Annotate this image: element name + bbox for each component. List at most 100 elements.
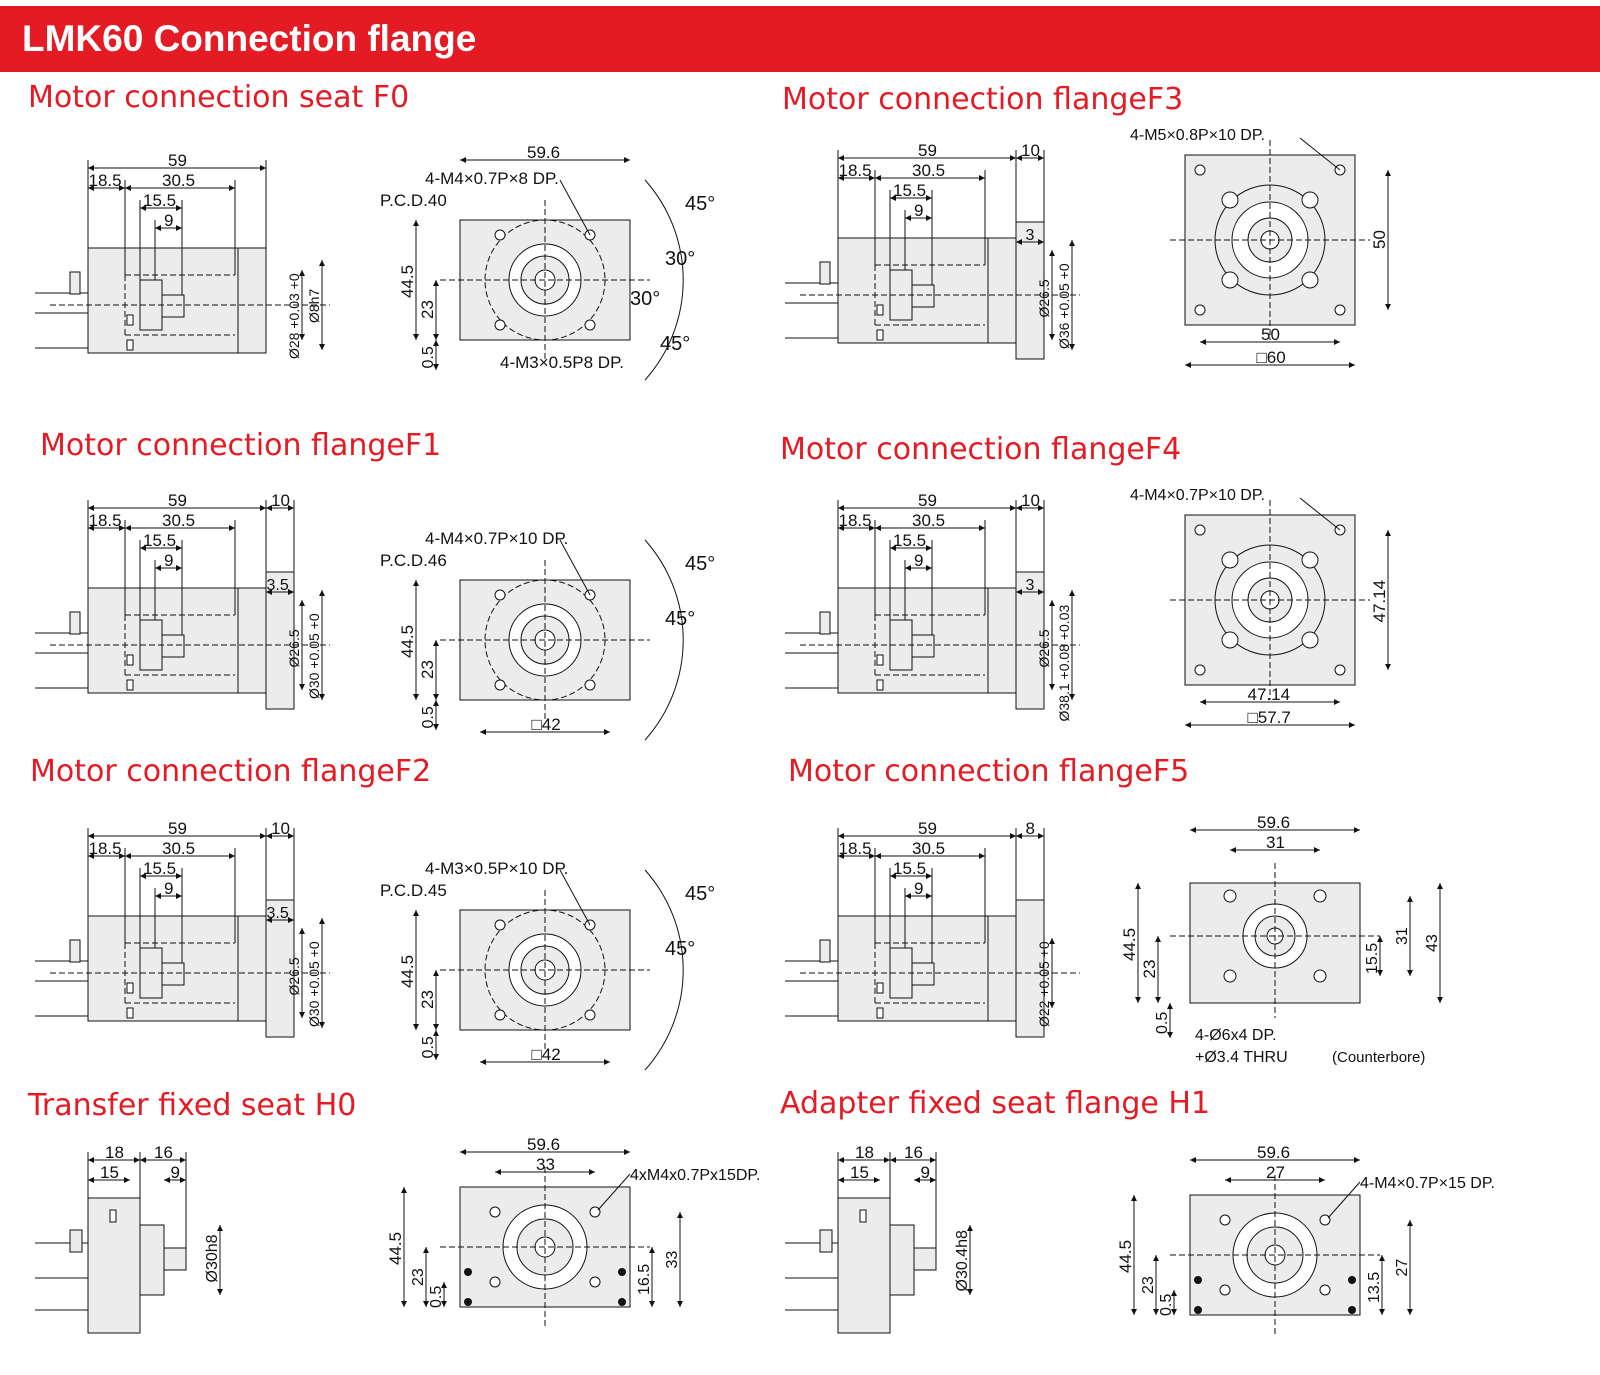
dimension-label: 18	[855, 1143, 874, 1162]
mount-hole	[1301, 271, 1319, 289]
dimension-label: 9	[171, 1163, 180, 1182]
dimension-label: 23	[410, 1268, 427, 1286]
dimension-label: 45°	[685, 553, 715, 575]
dimension-label: 59	[168, 819, 187, 838]
dimension-label: 30.5	[162, 171, 195, 190]
pin-hole	[618, 1298, 626, 1306]
bolt-hole	[1194, 164, 1206, 176]
dimension-label: □42	[532, 1045, 561, 1064]
dimension-label: 4-M4×0.7P×10 DP.	[1130, 487, 1265, 504]
section-title-f3: Motor connection flangeF3	[782, 82, 1184, 117]
seat-boss	[889, 1224, 915, 1296]
mount-hole	[1301, 191, 1319, 209]
dimension-label: Ø36 +0.05 +0	[1056, 263, 1072, 349]
dimension-label: 16	[904, 1143, 923, 1162]
dimension-label: □57.7	[1248, 708, 1291, 727]
counterbore-hole	[1223, 969, 1237, 983]
bolt-hole	[1219, 1284, 1231, 1296]
dimension-label: 18.5	[89, 511, 122, 530]
section-title-f2: Motor connection flangeF2	[30, 754, 432, 789]
counterbore-hole	[1223, 889, 1237, 903]
dimension-label: 4-M4×0.7P×10 DP.	[425, 529, 568, 548]
bolt-hole	[494, 1009, 506, 1021]
dimension-label: □60	[1257, 348, 1286, 367]
dimension-label: 4-M4×0.7P×15 DP.	[1360, 1175, 1495, 1192]
pin-hole	[1194, 1276, 1202, 1284]
bolt-hole	[1334, 304, 1346, 316]
dimension-label: 30.5	[162, 511, 195, 530]
bolt-hole	[1219, 1214, 1231, 1226]
dimension-label: 4-M3×0.5P×10 DP.	[425, 859, 568, 878]
dimension-label: 50	[1370, 230, 1389, 249]
dimension-label: 45°	[660, 333, 690, 355]
dimension-label: 18.5	[839, 839, 872, 858]
dimension-label: 47.14	[1248, 685, 1291, 704]
dimension-label: 30°	[665, 248, 695, 270]
dimension-label: 15.5	[893, 181, 926, 200]
dimension-label: 16	[154, 1143, 173, 1162]
dimension-label: 0.5	[1158, 1294, 1175, 1316]
dimension-label: 4xM4x0.7Px15DP.	[630, 1167, 760, 1184]
bolt-hole	[494, 589, 506, 601]
dimension-label: 23	[1140, 1276, 1157, 1294]
dimension-label: Ø28 +0.03 +0	[286, 273, 302, 359]
flange-body	[987, 237, 1017, 344]
dimension-label: Ø30 +0.05 +0	[306, 941, 322, 1027]
pin-hole	[1194, 1306, 1202, 1314]
dimension-label: 23	[418, 660, 437, 679]
dimension-label: 16.5	[636, 1264, 653, 1295]
dimension-label: P.C.D.40	[380, 191, 447, 210]
bolt-hole	[584, 1009, 596, 1021]
bolt-hole	[584, 319, 596, 331]
dimension-label: 9	[914, 201, 923, 220]
dimension-label: Ø30 +0.05 +0	[306, 613, 322, 699]
dimension-label: 59.6	[1257, 1143, 1290, 1162]
dimension-label: 59	[918, 141, 937, 160]
dimension-label: P.C.D.45	[380, 881, 447, 900]
bolt-hole	[1319, 1214, 1331, 1226]
dimension-label: 44.5	[398, 625, 417, 658]
dimension-label: 9	[914, 879, 923, 898]
dimension-label: 27	[1394, 1259, 1411, 1277]
dimension-label: 10	[1021, 491, 1040, 510]
dimension-label: 10	[1021, 141, 1040, 160]
pin-hole	[618, 1268, 626, 1276]
pin-hole	[1348, 1276, 1356, 1284]
dimension-label: Ø26.5	[1036, 629, 1052, 667]
dimension-label: 9	[164, 211, 173, 230]
dimension-label: 18.5	[839, 161, 872, 180]
dimension-label: 30.5	[912, 161, 945, 180]
flange-plate	[265, 571, 295, 710]
dimension-label: 44.5	[1120, 928, 1139, 961]
dimension-label: 47.14	[1370, 580, 1389, 623]
dimension-label: 31	[1266, 833, 1285, 852]
dimension-label: 15.5	[143, 531, 176, 550]
dimension-label: 59	[918, 819, 937, 838]
dimension-label: 3	[1026, 577, 1035, 594]
dimension-label: Ø30h8	[204, 1234, 221, 1282]
flange-plate	[1015, 899, 1045, 1038]
dimension-label: 30.5	[162, 839, 195, 858]
flange-plate	[265, 899, 295, 1038]
dimension-label: 30.5	[912, 511, 945, 530]
dimension-label: 3.5	[267, 577, 289, 594]
bolt-hole	[494, 919, 506, 931]
dimension-label: Ø30.4h8	[954, 1230, 971, 1291]
section-title-f4: Motor connection flangeF4	[780, 432, 1182, 467]
flange-body	[237, 247, 267, 354]
dimension-label: (Counterbore)	[1332, 1049, 1425, 1066]
dimension-label: 3	[1026, 227, 1035, 244]
counterbore-hole	[1313, 969, 1327, 983]
section-title-f0: Motor connection seat F0	[28, 80, 410, 115]
